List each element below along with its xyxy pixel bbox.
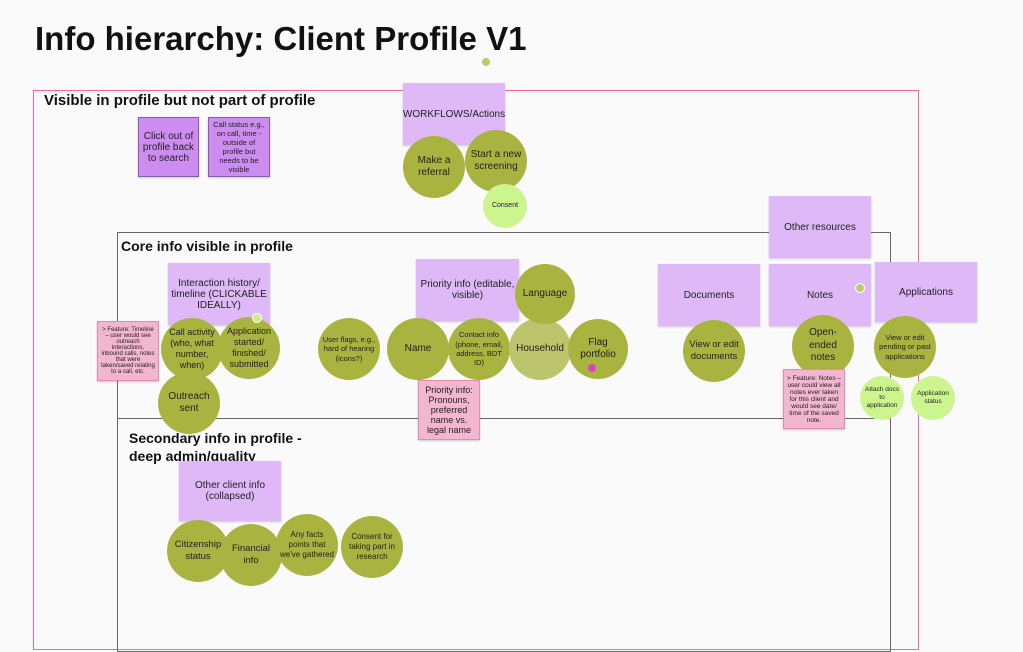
core-frame-label: Core info visible in profile bbox=[121, 238, 293, 254]
comment-dot[interactable] bbox=[588, 364, 596, 372]
outer-frame-label: Visible in profile but not part of profi… bbox=[44, 92, 316, 109]
circle-open-notes[interactable]: Open-ended notes bbox=[792, 315, 854, 377]
sticky-priority-info[interactable]: Priority info (editable, visible) bbox=[416, 259, 519, 321]
circle-outreach-sent[interactable]: Outreach sent bbox=[158, 372, 220, 434]
circle-flag-portfolio[interactable]: Flag portfolio bbox=[568, 319, 628, 379]
sticky-applications[interactable]: Applications bbox=[875, 262, 977, 322]
circle-user-flags[interactable]: User flags, e.g., hard of hearing (icons… bbox=[318, 318, 380, 380]
sticky-feature-notes[interactable]: > Feature: Notes – user could view all n… bbox=[783, 369, 845, 429]
circle-citizenship[interactable]: Citizenship status bbox=[167, 520, 229, 582]
circle-application-started[interactable]: Application started/ finished/ submitted bbox=[218, 317, 280, 379]
circle-consent-research[interactable]: Consent for taking part in research bbox=[341, 516, 403, 578]
sticky-feature-timeline[interactable]: > Feature: Timeline – user would see out… bbox=[97, 321, 159, 381]
secondary-divider bbox=[117, 418, 891, 419]
circle-view-documents[interactable]: View or edit documents bbox=[683, 320, 745, 382]
sticky-call-status[interactable]: Call status e.g., on call, time - outsid… bbox=[208, 117, 270, 177]
sticky-click-out[interactable]: Click out of profile back to search bbox=[138, 117, 199, 177]
circle-financial[interactable]: Financial info bbox=[220, 524, 282, 586]
secondary-frame-label: Secondary info in profile - deep admin/q… bbox=[129, 430, 302, 464]
circle-make-referral[interactable]: Make a referral bbox=[403, 136, 465, 198]
circle-consent[interactable]: Consent bbox=[483, 184, 527, 228]
comment-dot[interactable] bbox=[855, 283, 865, 293]
circle-start-screening[interactable]: Start a new screening bbox=[465, 130, 527, 192]
sticky-other-resources[interactable]: Other resources bbox=[769, 196, 871, 258]
circle-household[interactable]: Household bbox=[509, 318, 571, 380]
sticky-documents[interactable]: Documents bbox=[658, 264, 760, 326]
circle-contact-info[interactable]: Contact info (phone, email, address, BDT… bbox=[448, 318, 510, 380]
cursor-dot bbox=[482, 58, 490, 66]
comment-dot[interactable] bbox=[252, 313, 262, 323]
circle-attach-docs[interactable]: Attach docs to application bbox=[860, 376, 904, 420]
page-title: Info hierarchy: Client Profile V1 bbox=[35, 20, 527, 57]
circle-language[interactable]: Language bbox=[515, 264, 575, 324]
sticky-other-client-info[interactable]: Other client info (collapsed) bbox=[179, 461, 281, 521]
circle-view-applications[interactable]: View or edit pending or past application… bbox=[874, 316, 936, 378]
circle-name[interactable]: Name bbox=[387, 318, 449, 380]
circle-any-facts[interactable]: Any facts points that we've gathered bbox=[276, 514, 338, 576]
circle-application-status[interactable]: Application status bbox=[911, 376, 955, 420]
circle-call-activity[interactable]: Call activity (who, what number, when) bbox=[161, 318, 223, 380]
sticky-priority-pronouns[interactable]: Priority info: Pronouns, preferred name … bbox=[418, 380, 480, 440]
